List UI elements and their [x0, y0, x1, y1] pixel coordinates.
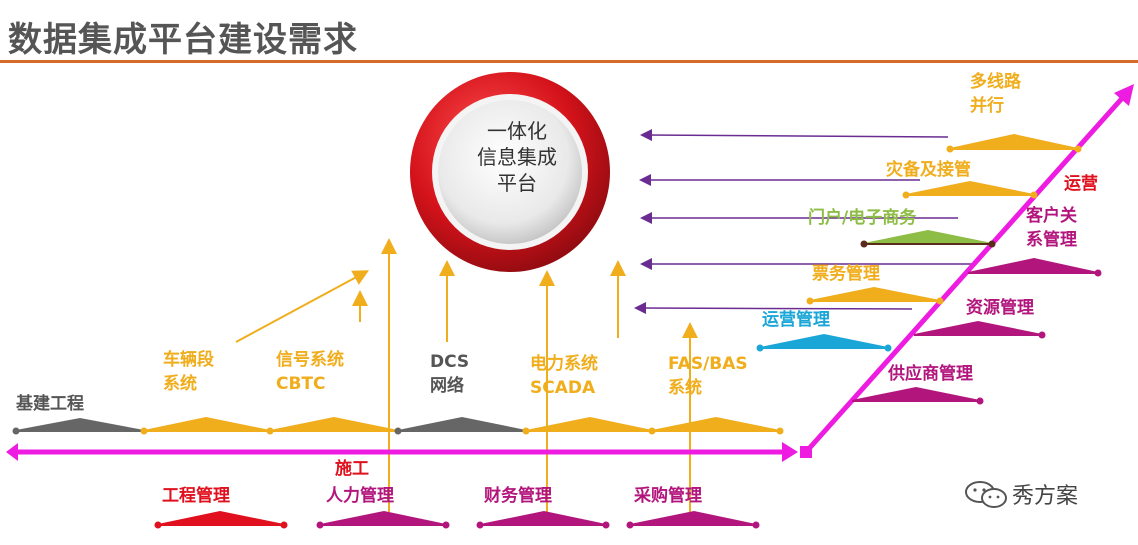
operation-label-supplier: 供应商管理 — [888, 362, 973, 386]
label-line: SCADA — [530, 378, 596, 398]
operation-feed-arrows — [634, 129, 972, 315]
marker-ticket — [806, 287, 944, 305]
label-line: 并行 — [970, 96, 1004, 116]
system-label-signal: 信号系统 CBTC — [276, 348, 344, 396]
operation-label-disaster: 灾备及接管 — [886, 158, 971, 182]
construction-feed-arrows — [235, 238, 698, 512]
label-line: 系统 — [668, 378, 702, 398]
marker-finance — [476, 511, 610, 529]
phase-marker-infrastructure — [12, 418, 144, 435]
label-line: 系统 — [163, 374, 197, 394]
label-line: 门户/电子商务 — [808, 208, 917, 228]
label-line: 客户关 — [1026, 206, 1077, 226]
operation-label-portal: 门户/电子商务 — [808, 206, 916, 230]
management-label-procurement: 采购管理 — [634, 486, 702, 506]
management-markers — [154, 511, 760, 529]
operation-label-resource: 资源管理 — [966, 296, 1034, 320]
operation-label-ops: 运营管理 — [762, 308, 830, 332]
operation-label-crm: 客户关 系管理 — [1026, 204, 1077, 252]
operation-label-multiline: 多线路 并行 — [970, 70, 1021, 118]
label-line: 供应商管理 — [888, 364, 973, 384]
marker-hr — [316, 511, 450, 529]
marker-engineering — [154, 511, 288, 529]
watermark-text: 秀方案 — [1012, 484, 1079, 509]
wechat-icon — [965, 481, 1007, 508]
phase-marker-dcs — [394, 417, 526, 435]
marker-multiline — [946, 134, 1082, 153]
platform-line: 信息集成 — [477, 145, 557, 169]
platform-line: 平台 — [497, 171, 537, 195]
label-line: 灾备及接管 — [886, 160, 971, 180]
operation-markers — [756, 134, 1102, 405]
marker-ops — [756, 334, 892, 352]
construction-axis — [6, 442, 798, 462]
system-label-vehicle: 车辆段 系统 — [163, 348, 214, 396]
phase-marker-fas — [648, 417, 784, 435]
platform-line: 一体化 — [487, 119, 547, 143]
marker-resource — [914, 321, 1046, 339]
management-label-engineering: 工程管理 — [162, 486, 230, 506]
label-line: DCS — [430, 352, 470, 372]
phase-marker-signal — [266, 417, 398, 435]
label-line: 系管理 — [1026, 230, 1077, 250]
marker-supplier — [852, 387, 984, 405]
infrastructure-label: 基建工程 — [16, 394, 84, 414]
marker-crm — [968, 258, 1102, 277]
phase-marker-vehicle — [140, 417, 270, 435]
marker-portal — [860, 230, 996, 248]
label-line: 车辆段 — [163, 350, 214, 370]
system-label-dcs: DCS 网络 — [430, 350, 469, 398]
label-line: 电力系统 — [530, 354, 598, 374]
marker-procurement — [626, 511, 760, 529]
label-line: 多线路 — [970, 72, 1021, 92]
management-label-finance: 财务管理 — [484, 486, 552, 506]
management-label-hr: 人力管理 — [326, 486, 394, 506]
label-line: 资源管理 — [966, 298, 1034, 318]
operation-label-ticket: 票务管理 — [812, 262, 880, 286]
marker-disaster — [902, 181, 1038, 199]
label-line: 运营管理 — [762, 310, 830, 330]
operation-axis — [800, 84, 1134, 458]
label-line: 信号系统 — [276, 350, 344, 370]
system-label-fas: FAS/BAS 系统 — [668, 352, 748, 400]
label-line: 网络 — [430, 376, 464, 396]
platform-circle — [410, 72, 610, 272]
label-line: CBTC — [276, 374, 326, 394]
label-line: 票务管理 — [812, 264, 880, 284]
page-title: 数据集成平台建设需求 — [8, 20, 358, 60]
construction-label: 施工 — [335, 459, 369, 479]
system-label-power: 电力系统 SCADA — [530, 352, 598, 400]
title-divider — [0, 60, 1138, 63]
platform-label: 一体化 信息集成 平台 — [462, 118, 572, 196]
operation-label: 运营 — [1064, 174, 1098, 194]
label-line: FAS/BAS — [668, 354, 748, 374]
phase-marker-power — [522, 417, 652, 435]
construction-phase-markers — [12, 417, 784, 435]
